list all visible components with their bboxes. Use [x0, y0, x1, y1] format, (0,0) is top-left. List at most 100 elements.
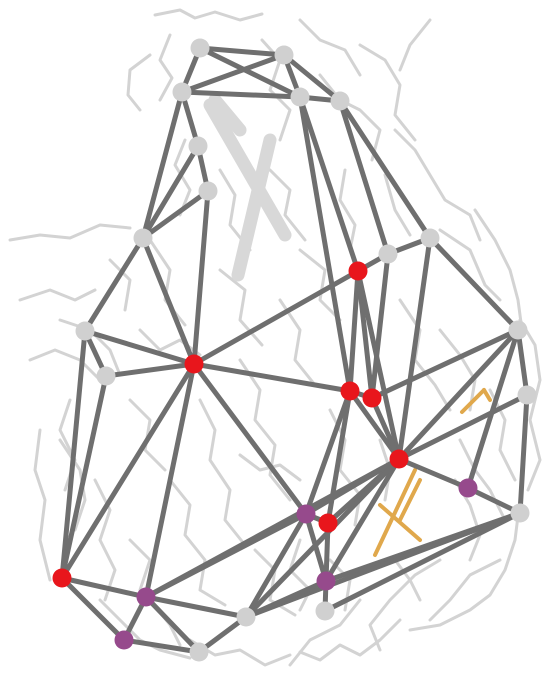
street-line: [393, 128, 482, 242]
graph-node-red: [362, 388, 382, 408]
street-line: [58, 318, 122, 377]
graph-node-red: [348, 261, 368, 281]
graph-edge: [197, 45, 287, 58]
runway-line: [203, 98, 292, 242]
highlight-road: [398, 478, 422, 522]
graph-edge: [103, 361, 197, 379]
graph-node-plain: [188, 136, 208, 156]
graph-edge: [369, 327, 521, 401]
graph-node-plain: [236, 607, 256, 627]
runway-line: [208, 93, 247, 137]
graph-node-plain: [274, 45, 294, 65]
graph-node-plain: [420, 228, 440, 248]
graph-node-purple: [296, 504, 316, 524]
graph-node-plain: [517, 385, 537, 405]
graph-edge: [347, 388, 402, 462]
street-line: [33, 428, 52, 582]
street-line: [438, 328, 477, 412]
graph-edge: [396, 392, 530, 462]
street-line: [268, 168, 307, 242]
graph-edge: [143, 594, 249, 620]
street-line: [238, 358, 292, 502]
graph-edge: [243, 510, 523, 620]
graph-edge: [140, 89, 185, 241]
graph-node-purple: [458, 478, 478, 498]
graph-edge: [515, 327, 530, 398]
graph-node-plain: [75, 321, 95, 341]
highlight-road: [460, 388, 486, 414]
graph-node-red: [318, 513, 338, 533]
graph-edge: [303, 388, 353, 517]
graph-edge: [191, 188, 211, 367]
street-line: [298, 618, 402, 662]
graph-node-plain: [96, 366, 116, 386]
graph-edge: [465, 485, 523, 516]
graph-edge: [243, 456, 402, 620]
node-layer: [52, 38, 537, 662]
street-line: [198, 398, 247, 547]
graph-edge: [140, 235, 197, 367]
street-line: [318, 73, 382, 162]
graph-edge: [59, 575, 127, 643]
graph-edge: [243, 578, 329, 620]
street-line: [158, 33, 174, 102]
street-line: [98, 598, 192, 660]
highlight-roads-layer: [373, 388, 492, 557]
graph-edge: [396, 235, 433, 462]
street-line: [8, 223, 132, 242]
graph-edge: [197, 45, 303, 100]
street-line: [126, 53, 152, 112]
graph-edge: [143, 511, 309, 600]
graph-edge: [396, 456, 471, 491]
graph-edge: [323, 520, 331, 584]
graph-edge: [369, 251, 391, 401]
street-line: [218, 168, 252, 252]
graph-node-plain: [508, 320, 528, 340]
street-line: [278, 298, 317, 387]
street-line: [93, 478, 117, 602]
graph-edge: [191, 361, 353, 394]
street-line: [28, 348, 102, 382]
street-line: [18, 288, 97, 302]
graph-edge: [82, 328, 197, 367]
graph-node-plain: [290, 87, 310, 107]
graph-edge: [121, 637, 202, 655]
graph-edge: [323, 456, 402, 584]
graph-edge: [347, 268, 361, 394]
graph-edge: [59, 328, 88, 581]
graph-edge: [59, 361, 197, 581]
street-line: [298, 248, 342, 322]
highlight-road: [378, 503, 422, 542]
street-line: [408, 498, 522, 632]
graph-node-red: [184, 354, 204, 374]
graph-edge: [59, 373, 109, 581]
graph-edge: [143, 361, 197, 600]
street-line: [393, 558, 422, 602]
graph-edge: [297, 94, 353, 394]
graph-edge: [140, 143, 201, 241]
graph-edge: [337, 98, 433, 241]
street-line: [488, 388, 517, 482]
street-line: [173, 138, 192, 217]
graph-edge: [355, 268, 402, 462]
graph-node-plain: [315, 601, 335, 621]
graph-edge: [196, 614, 249, 655]
street-line: [398, 18, 432, 72]
graph-edge: [143, 594, 202, 655]
street-line: [473, 208, 524, 332]
graph-edge: [191, 268, 361, 367]
street-line: [458, 438, 507, 522]
street-line: [218, 268, 264, 347]
graph-edge: [517, 392, 530, 516]
highlight-road: [373, 468, 417, 557]
graph-node-plain: [190, 38, 210, 58]
graph-node-red: [340, 381, 360, 401]
graph-node-plain: [510, 503, 530, 523]
graph-edge: [303, 511, 329, 584]
graph-edge: [82, 235, 146, 334]
graph-edge: [179, 52, 287, 95]
edge-layer: [59, 45, 530, 655]
graph-edge: [191, 361, 309, 517]
graph-edge: [281, 52, 343, 104]
